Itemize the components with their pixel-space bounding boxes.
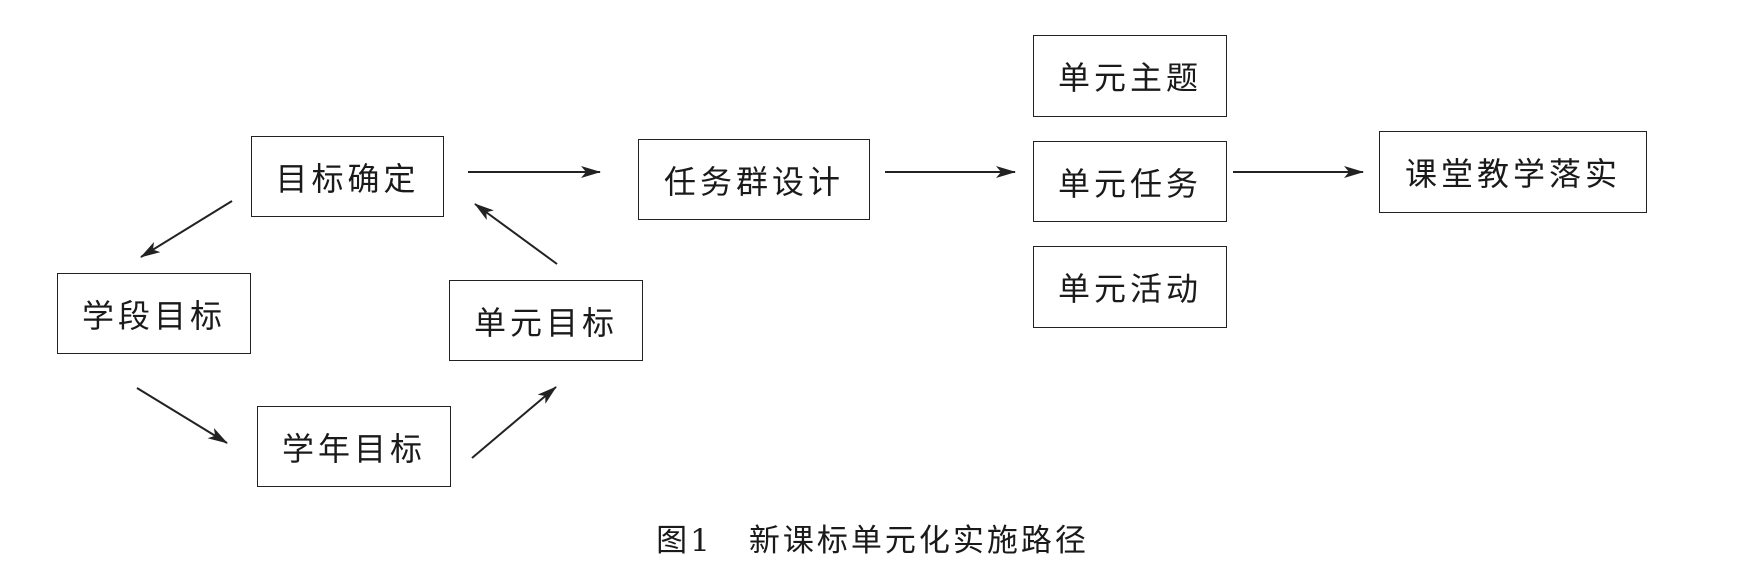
figure-number: 图1 [656,523,713,559]
arrow-goal-to-stage [140,200,233,258]
arrow-unit-goal-to-goal [474,203,558,265]
node-unit-goal: 单元目标 [449,280,643,361]
node-unit-activity: 单元活动 [1033,246,1227,328]
arrow-stage-to-year [136,387,228,444]
node-stage-goal: 学段目标 [57,273,251,354]
arrow-year-to-unit-goal [471,386,557,459]
node-goal-setting: 目标确定 [251,136,444,217]
figure-title: 新课标单元化实施路径 [748,523,1089,559]
node-year-goal: 学年目标 [257,406,451,487]
node-unit-theme: 单元主题 [1033,35,1227,117]
figure-caption: 图1 新课标单元化实施路径 [0,515,1745,560]
node-unit-task: 单元任务 [1033,141,1227,222]
node-task-group-design: 任务群设计 [638,139,870,220]
node-classroom-implementation: 课堂教学落实 [1379,131,1647,213]
